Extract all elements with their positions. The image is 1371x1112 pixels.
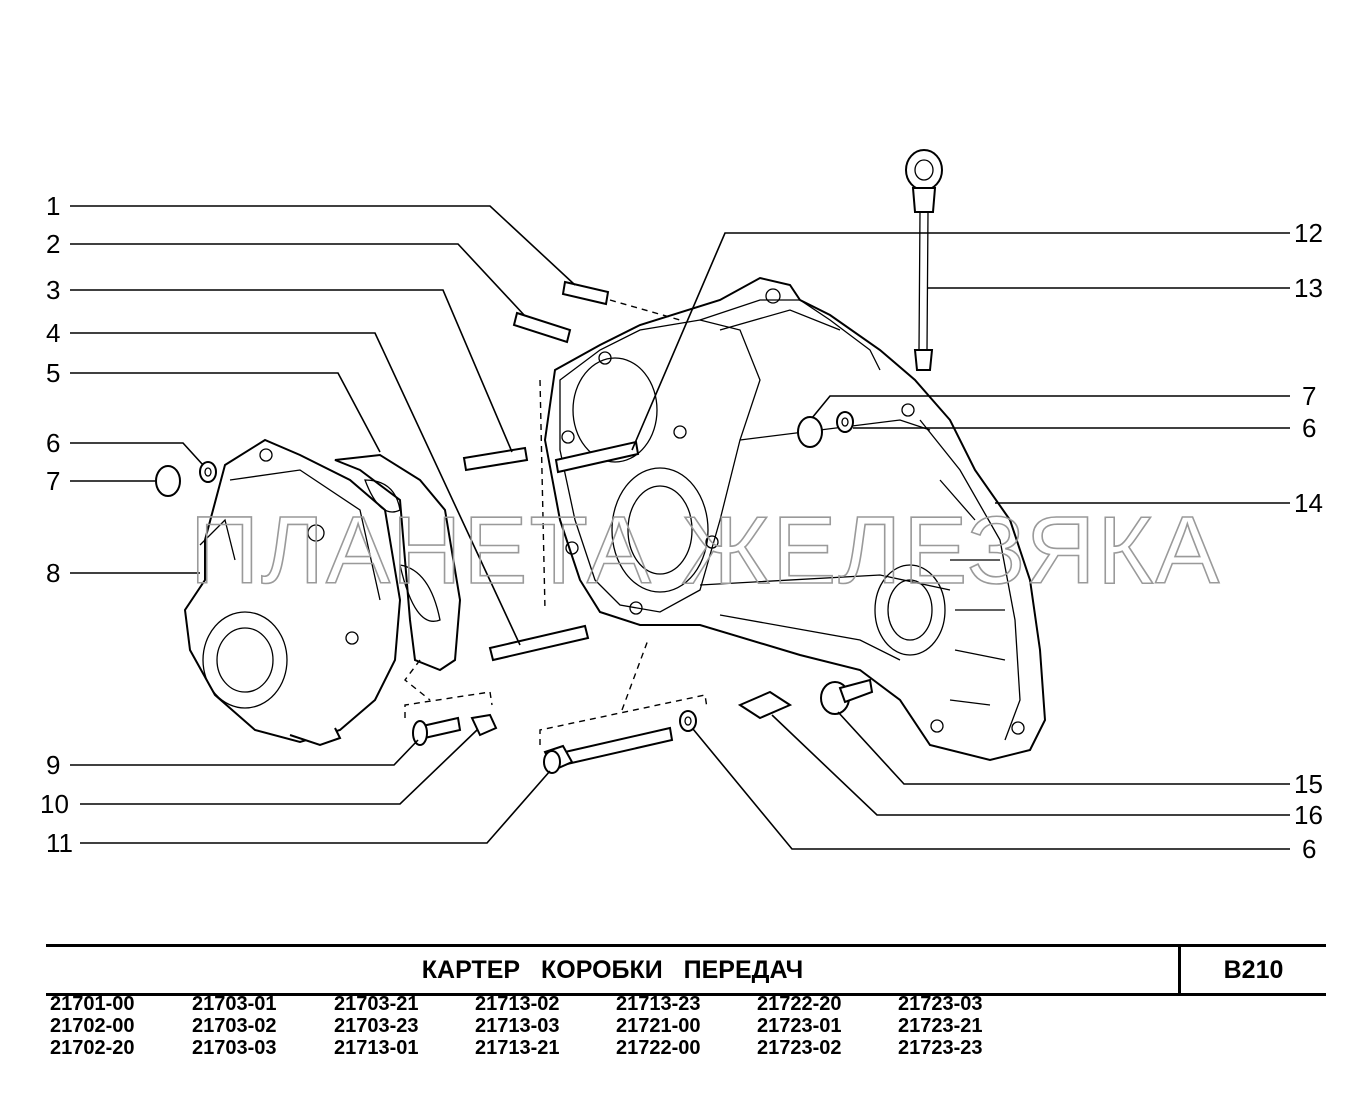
stud-4 [488, 624, 590, 662]
model-code: 21713-01 [334, 1037, 419, 1059]
bolt-11 [543, 726, 674, 774]
callout-7: 7 [1302, 381, 1316, 411]
callout-1: 1 [46, 191, 60, 221]
model-code: 21723-02 [757, 1037, 842, 1059]
assembly-guide [539, 694, 708, 745]
applicable-models: 21701-00 21702-00 21702-20 21703-01 2170… [50, 993, 1050, 1065]
model-code: 21722-00 [616, 1037, 701, 1059]
callout-3: 3 [46, 275, 60, 305]
model-code: 21702-00 [50, 1015, 135, 1037]
nut-7-right [797, 416, 823, 448]
model-code: 21713-23 [616, 993, 701, 1015]
callout-11: 11 [46, 828, 73, 858]
model-code: 21722-20 [757, 993, 842, 1015]
leader-lines [70, 205, 1290, 850]
nut-7-left [155, 465, 181, 497]
watermark: ПЛАНЕТА ЖЕЛЕЗЯКА [190, 497, 1221, 604]
dipstick-13 [905, 149, 943, 371]
gearbox-housing [539, 276, 1047, 762]
clip-10 [470, 713, 498, 737]
callout-9: 9 [46, 750, 60, 780]
title-block: КАРТЕР КОРОБКИ ПЕРЕДАЧ B210 [46, 944, 1326, 996]
cover-gasket [334, 453, 462, 672]
diagram-title: КАРТЕР КОРОБКИ ПЕРЕДАЧ [421, 956, 804, 984]
exploded-parts-diagram: 1 2 3 4 5 6 7 8 9 10 11 12 13 7 6 14 15 … [40, 149, 1323, 864]
washer-6-left [199, 461, 217, 483]
callout-5: 5 [46, 358, 60, 388]
model-code: 21703-03 [192, 1037, 277, 1059]
diagram-code: B210 [1223, 956, 1284, 984]
model-code: 21713-02 [475, 993, 560, 1015]
callout-13: 13 [1294, 273, 1323, 303]
model-code: 21703-21 [334, 993, 419, 1015]
model-code: 21703-23 [334, 1015, 419, 1037]
callout-6: 6 [46, 428, 60, 458]
model-code: 21701-00 [50, 993, 135, 1015]
rear-cover [183, 438, 402, 747]
stud-12 [554, 440, 640, 474]
callout-6: 6 [1302, 834, 1316, 864]
assembly-guide [404, 659, 431, 701]
assembly-guide [609, 299, 681, 321]
screw-9 [412, 716, 462, 746]
model-code: 21713-03 [475, 1015, 560, 1037]
plug-15 [820, 678, 874, 715]
stud-2 [512, 311, 572, 344]
model-code: 21721-00 [616, 1015, 701, 1037]
assembly-guide [621, 639, 649, 711]
model-code: 21703-02 [192, 1015, 277, 1037]
callout-10: 10 [40, 789, 69, 819]
stud-3 [462, 446, 529, 472]
model-code: 21703-01 [192, 993, 277, 1015]
callout-4: 4 [46, 318, 60, 348]
title-divider [1178, 947, 1181, 993]
callout-16: 16 [1294, 800, 1323, 830]
callout-15: 15 [1294, 769, 1323, 799]
callout-8: 8 [46, 558, 60, 588]
model-code: 21702-20 [50, 1037, 135, 1059]
washer-6-right [836, 411, 854, 433]
callout-12: 12 [1294, 218, 1323, 248]
washer-6-bottom [679, 710, 697, 732]
stud-1 [561, 280, 610, 306]
callout-14: 14 [1294, 488, 1323, 518]
assembly-guide [404, 691, 493, 718]
model-code: 21723-01 [757, 1015, 842, 1037]
callout-2: 2 [46, 229, 60, 259]
model-code: 21723-23 [898, 1037, 983, 1059]
model-code: 21713-21 [475, 1037, 560, 1059]
callout-6: 6 [1302, 413, 1316, 443]
magnet-16 [737, 690, 793, 720]
callout-7: 7 [46, 466, 60, 496]
model-code: 21723-03 [898, 993, 983, 1015]
model-code: 21723-21 [898, 1015, 983, 1037]
